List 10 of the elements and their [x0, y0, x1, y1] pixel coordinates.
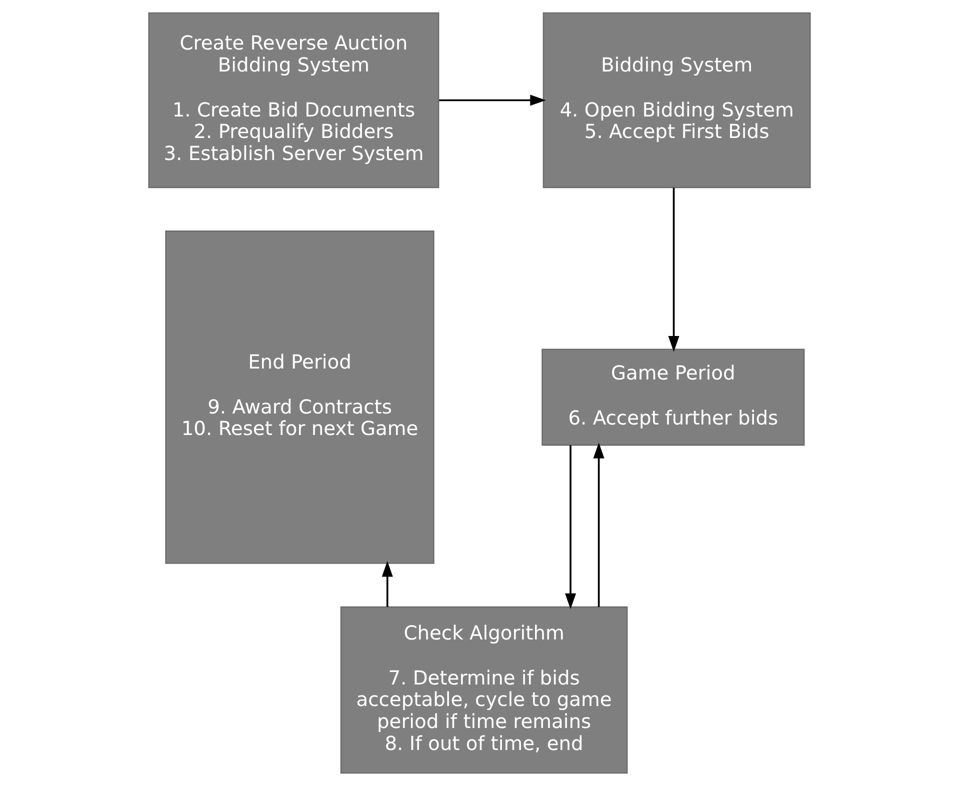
arrow — [593, 442, 604, 607]
arrow — [565, 445, 576, 610]
arrow — [382, 560, 393, 607]
arrow — [439, 94, 546, 106]
node-box: Game Period 6. Accept further bids — [542, 348, 805, 446]
node-box: Create Reverse Auction Bidding System 1. Create Bid Documents 2. Prequalify Bidders 3. Establish Server System — [148, 12, 440, 188]
node-box: Bidding System 4. Open Bidding System 5. Accept First Bids — [542, 12, 811, 188]
node-box: Check Algorithm 7. Determine if bids acceptable, cycle to game period if time remains 8. If out of time, end — [340, 606, 628, 774]
node-box: End Period 9. Award Contracts 10. Reset for next Game — [165, 230, 434, 564]
arrow — [668, 188, 680, 352]
